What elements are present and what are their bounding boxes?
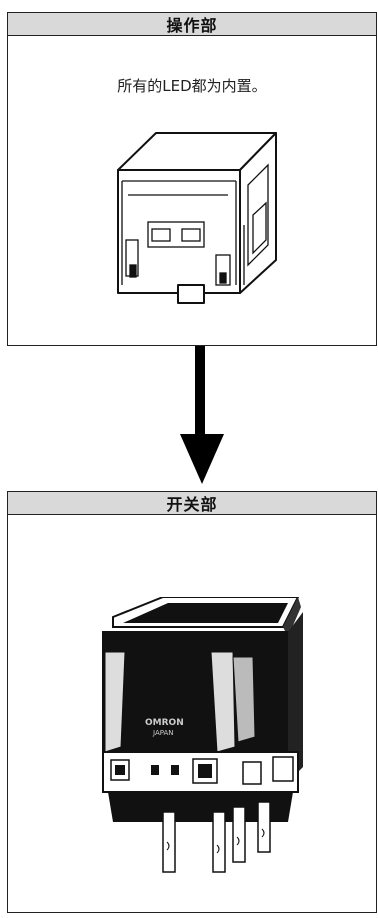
switch-unit-panel: 开关部 OMRON JAPAN (7, 491, 377, 913)
svg-text:OMRON: OMRON (145, 718, 184, 728)
operation-unit-panel: 操作部 所有的LED都为内置。 (7, 12, 377, 346)
down-arrow (180, 346, 224, 484)
operation-unit-drawing (117, 132, 277, 304)
operation-unit-title: 操作部 (8, 13, 376, 36)
led-note: 所有的LED都为内置。 (117, 77, 267, 95)
switch-unit-title: 开关部 (8, 492, 376, 515)
switch-unit-drawing: OMRON JAPAN (102, 597, 303, 873)
svg-text:JAPAN: JAPAN (152, 729, 174, 737)
